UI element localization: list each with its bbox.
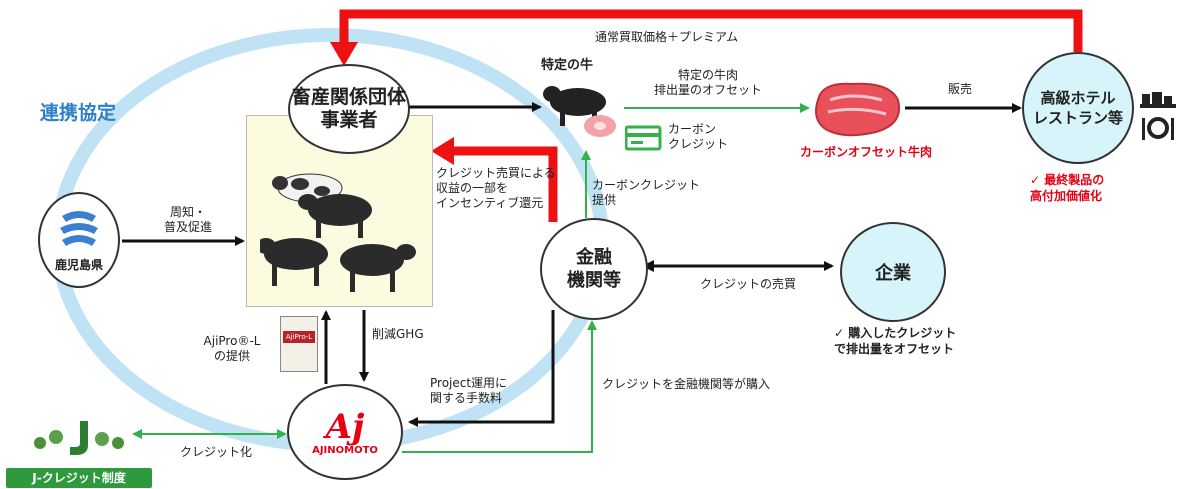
prefecture-node: 鹿児島県 <box>38 192 120 288</box>
premium-red-arrowhead <box>330 42 358 66</box>
ajipro-label: AjiPro®-L の提供 <box>203 334 261 363</box>
prefecture-emblem-icon <box>60 211 98 246</box>
company-offset-label: ✓ 購入したクレジット で排出量をオフセット <box>834 326 957 356</box>
livestock-node: 畜産関係団体 事業者 <box>288 64 410 154</box>
company-node: 企業 <box>840 222 946 322</box>
cow-black-2 <box>260 238 328 286</box>
agreement-label: 連携協定 <box>40 102 117 124</box>
cow-spotted <box>272 173 343 203</box>
incentive-red-line <box>452 146 558 222</box>
beef-offset-label: 特定の牛肉 排出量のオフセット <box>653 68 762 97</box>
fee-arrow <box>408 310 555 427</box>
carbon-credit-provide-label: カーボンクレジット 提供 <box>592 178 701 207</box>
premium-red-line <box>339 9 1083 52</box>
finance-company-back-arrowhead <box>642 260 654 272</box>
awareness-label: 周知・ 普及促進 <box>163 205 212 234</box>
ajipro-package-text: AjiPro-L <box>283 331 315 343</box>
ghg-label: 削減GHG <box>372 327 424 341</box>
livestock-label: 畜産関係団体 事業者 <box>291 86 406 131</box>
credit-icon-label: カーボン クレジット <box>668 122 729 151</box>
offset-meat-icon <box>815 82 900 137</box>
beef-title: 特定の牛 <box>541 58 594 73</box>
sales-label: 販売 <box>948 82 973 96</box>
ajinomoto-node: Aj AJINOMOTO <box>287 384 403 480</box>
ajinomoto-mark: Aj <box>325 406 365 447</box>
incentive-red-arrowhead <box>431 137 454 165</box>
beef-cow-icon <box>543 86 616 137</box>
hotel-building-icon <box>1140 92 1176 140</box>
credit-create-back-arrowhead <box>132 429 142 439</box>
cow-black-1 <box>298 194 372 238</box>
finance-label: 金融 機関等 <box>567 247 621 291</box>
credit-create-label: クレジット化 <box>180 445 253 459</box>
purchase-label: クレジットを金融機関等が購入 <box>602 377 771 391</box>
credit-card-icon <box>625 125 662 151</box>
cattle-illustration <box>260 173 416 292</box>
ajinomoto-wordmark: AJINOMOTO <box>312 444 378 456</box>
hotel-node: 高級ホテル レストラン等 <box>1022 52 1134 164</box>
j-credit-label: J-クレジット制度 <box>6 468 152 488</box>
premium-label: 通常買取価格＋プレミアム <box>595 30 739 44</box>
ajipro-package-icon: AjiPro-L <box>280 316 318 372</box>
company-label: 企業 <box>875 263 911 284</box>
offset-beef-label: カーボンオフセット牛肉 <box>800 145 933 159</box>
credit-trade-label: クレジットの売買 <box>700 277 797 291</box>
purchase-arrow <box>402 320 597 453</box>
cow-black-3 <box>340 244 416 292</box>
prefecture-label: 鹿児島県 <box>54 258 103 272</box>
incentive-label: クレジット売買による 収益の一部を インセンティブ還元 <box>436 166 556 210</box>
finance-node: 金融 機関等 <box>540 218 648 320</box>
value-add-label: ✓ 最終製品の 高付加価値化 <box>1030 173 1105 203</box>
j-credit-logo-icon <box>34 421 124 455</box>
hotel-label: 高級ホテル レストラン等 <box>1032 89 1123 127</box>
project-fee-label: Project運用に 関する手数料 <box>430 376 508 405</box>
